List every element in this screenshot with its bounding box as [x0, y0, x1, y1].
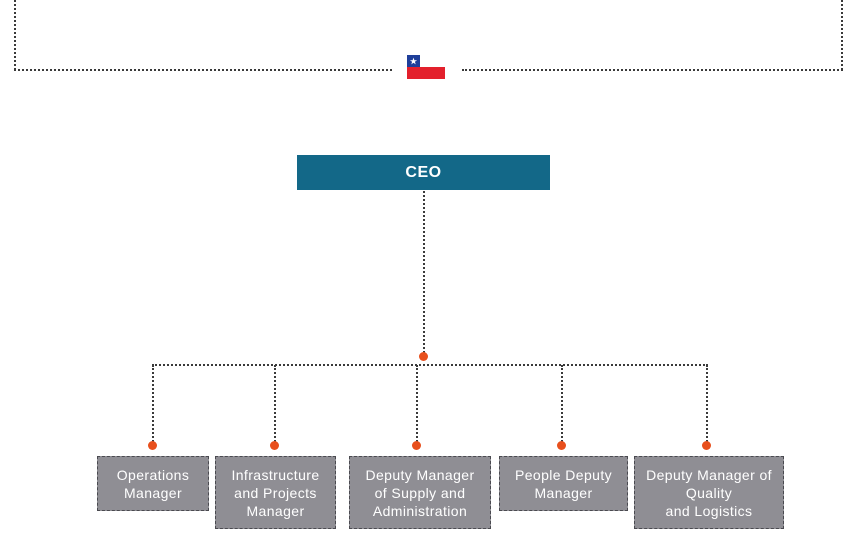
branch-line-1 [152, 365, 154, 442]
manager-box-infrastructure: Infrastructure and Projects Manager [215, 456, 336, 529]
frame-right-edge [841, 0, 843, 70]
branch-bus-line [152, 364, 708, 366]
branch-dot-1 [148, 441, 157, 450]
manager-label: Operations Manager [116, 466, 190, 501]
manager-label: Deputy Manager of Quality and Logistics [646, 466, 772, 519]
branch-line-5 [706, 365, 708, 442]
ceo-connector-dot [419, 352, 428, 361]
manager-box-people: People Deputy Manager [499, 456, 628, 511]
ceo-label: CEO [405, 163, 442, 181]
manager-box-operations: Operations Manager [97, 456, 209, 511]
branch-line-4 [561, 365, 563, 442]
manager-label: Deputy Manager of Supply and Administrat… [365, 466, 475, 519]
branch-dot-5 [702, 441, 711, 450]
frame-bottom-right-line [462, 69, 843, 71]
branch-dot-4 [557, 441, 566, 450]
chile-flag-icon [407, 55, 445, 79]
manager-label: People Deputy Manager [514, 466, 613, 501]
manager-label: Infrastructure and Projects Manager [231, 466, 320, 519]
manager-box-quality: Deputy Manager of Quality and Logistics [634, 456, 784, 529]
frame-left-edge [14, 0, 16, 70]
manager-box-supply: Deputy Manager of Supply and Administrat… [349, 456, 491, 529]
branch-dot-2 [270, 441, 279, 450]
ceo-box: CEO [297, 155, 550, 190]
frame-bottom-left-line [14, 69, 392, 71]
branch-line-3 [416, 365, 418, 442]
branch-line-2 [274, 365, 276, 442]
ceo-connector-line [423, 191, 425, 353]
branch-dot-3 [412, 441, 421, 450]
